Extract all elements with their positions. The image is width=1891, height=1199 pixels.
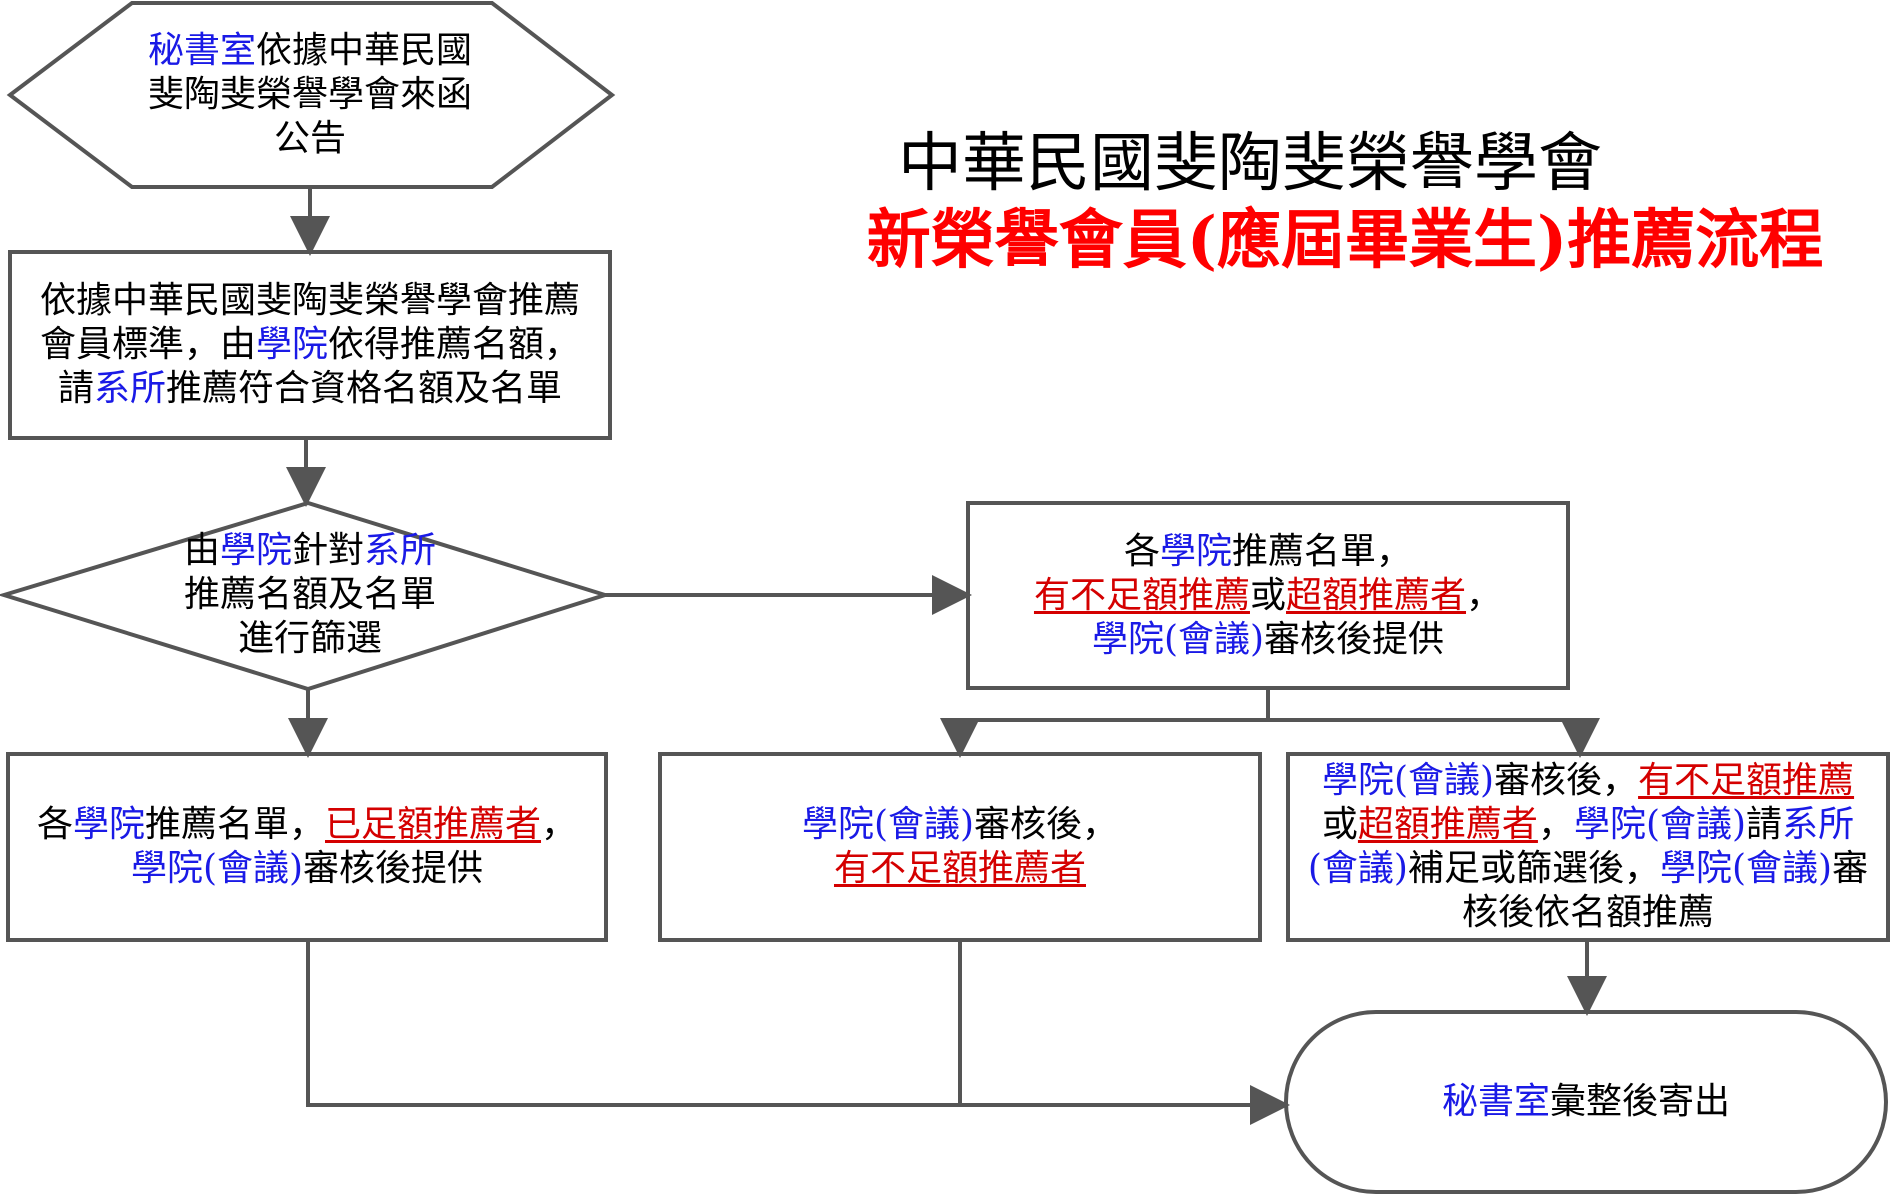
diagram-title: 中華民國斐陶斐榮譽學會	[898, 127, 1602, 201]
step2-box-shape	[8, 250, 612, 440]
right-top-box-shape	[966, 501, 1570, 690]
step2-node: 依據中華民國斐陶斐榮譽學會推薦 會員標準，由學院依得推薦名額， 請系所推薦符合資…	[39, 280, 581, 409]
start-node: 秘書室依據中華民國 斐陶斐榮譽學會來函 公告	[147, 30, 473, 159]
start-hexagon-shape	[6, 1, 616, 189]
left-bottom-node: 各學院推薦名單，已足額推薦者， 學院(會議)審核後提供	[36, 804, 578, 889]
start-office: 秘書室	[147, 30, 256, 71]
end-node: 秘書室彙整後寄出	[1441, 1081, 1731, 1122]
right-top-node: 各學院推薦名單， 有不足額推薦或超額推薦者， 學院(會議)審核後提供	[1033, 530, 1503, 660]
right-bottom-node: 學院(會議)審核後，有不足額推薦 或超額推薦者，學院(會議)請系所 (會議)補足…	[1307, 760, 1869, 933]
decision-node: 由學院針對系所 推薦名額及名單 進行篩選	[183, 530, 437, 659]
connector-right-top-split	[940, 688, 1270, 758]
diagram-subtitle: 新榮譽會員(應屆畢業生)推薦流程	[866, 203, 1824, 278]
connector-left-bottom-to-end	[306, 940, 1290, 1125]
mid-bottom-node: 學院(會議)審核後， 有不足額推薦者	[801, 804, 1119, 889]
connector-right-top-split-right	[1268, 718, 1600, 758]
